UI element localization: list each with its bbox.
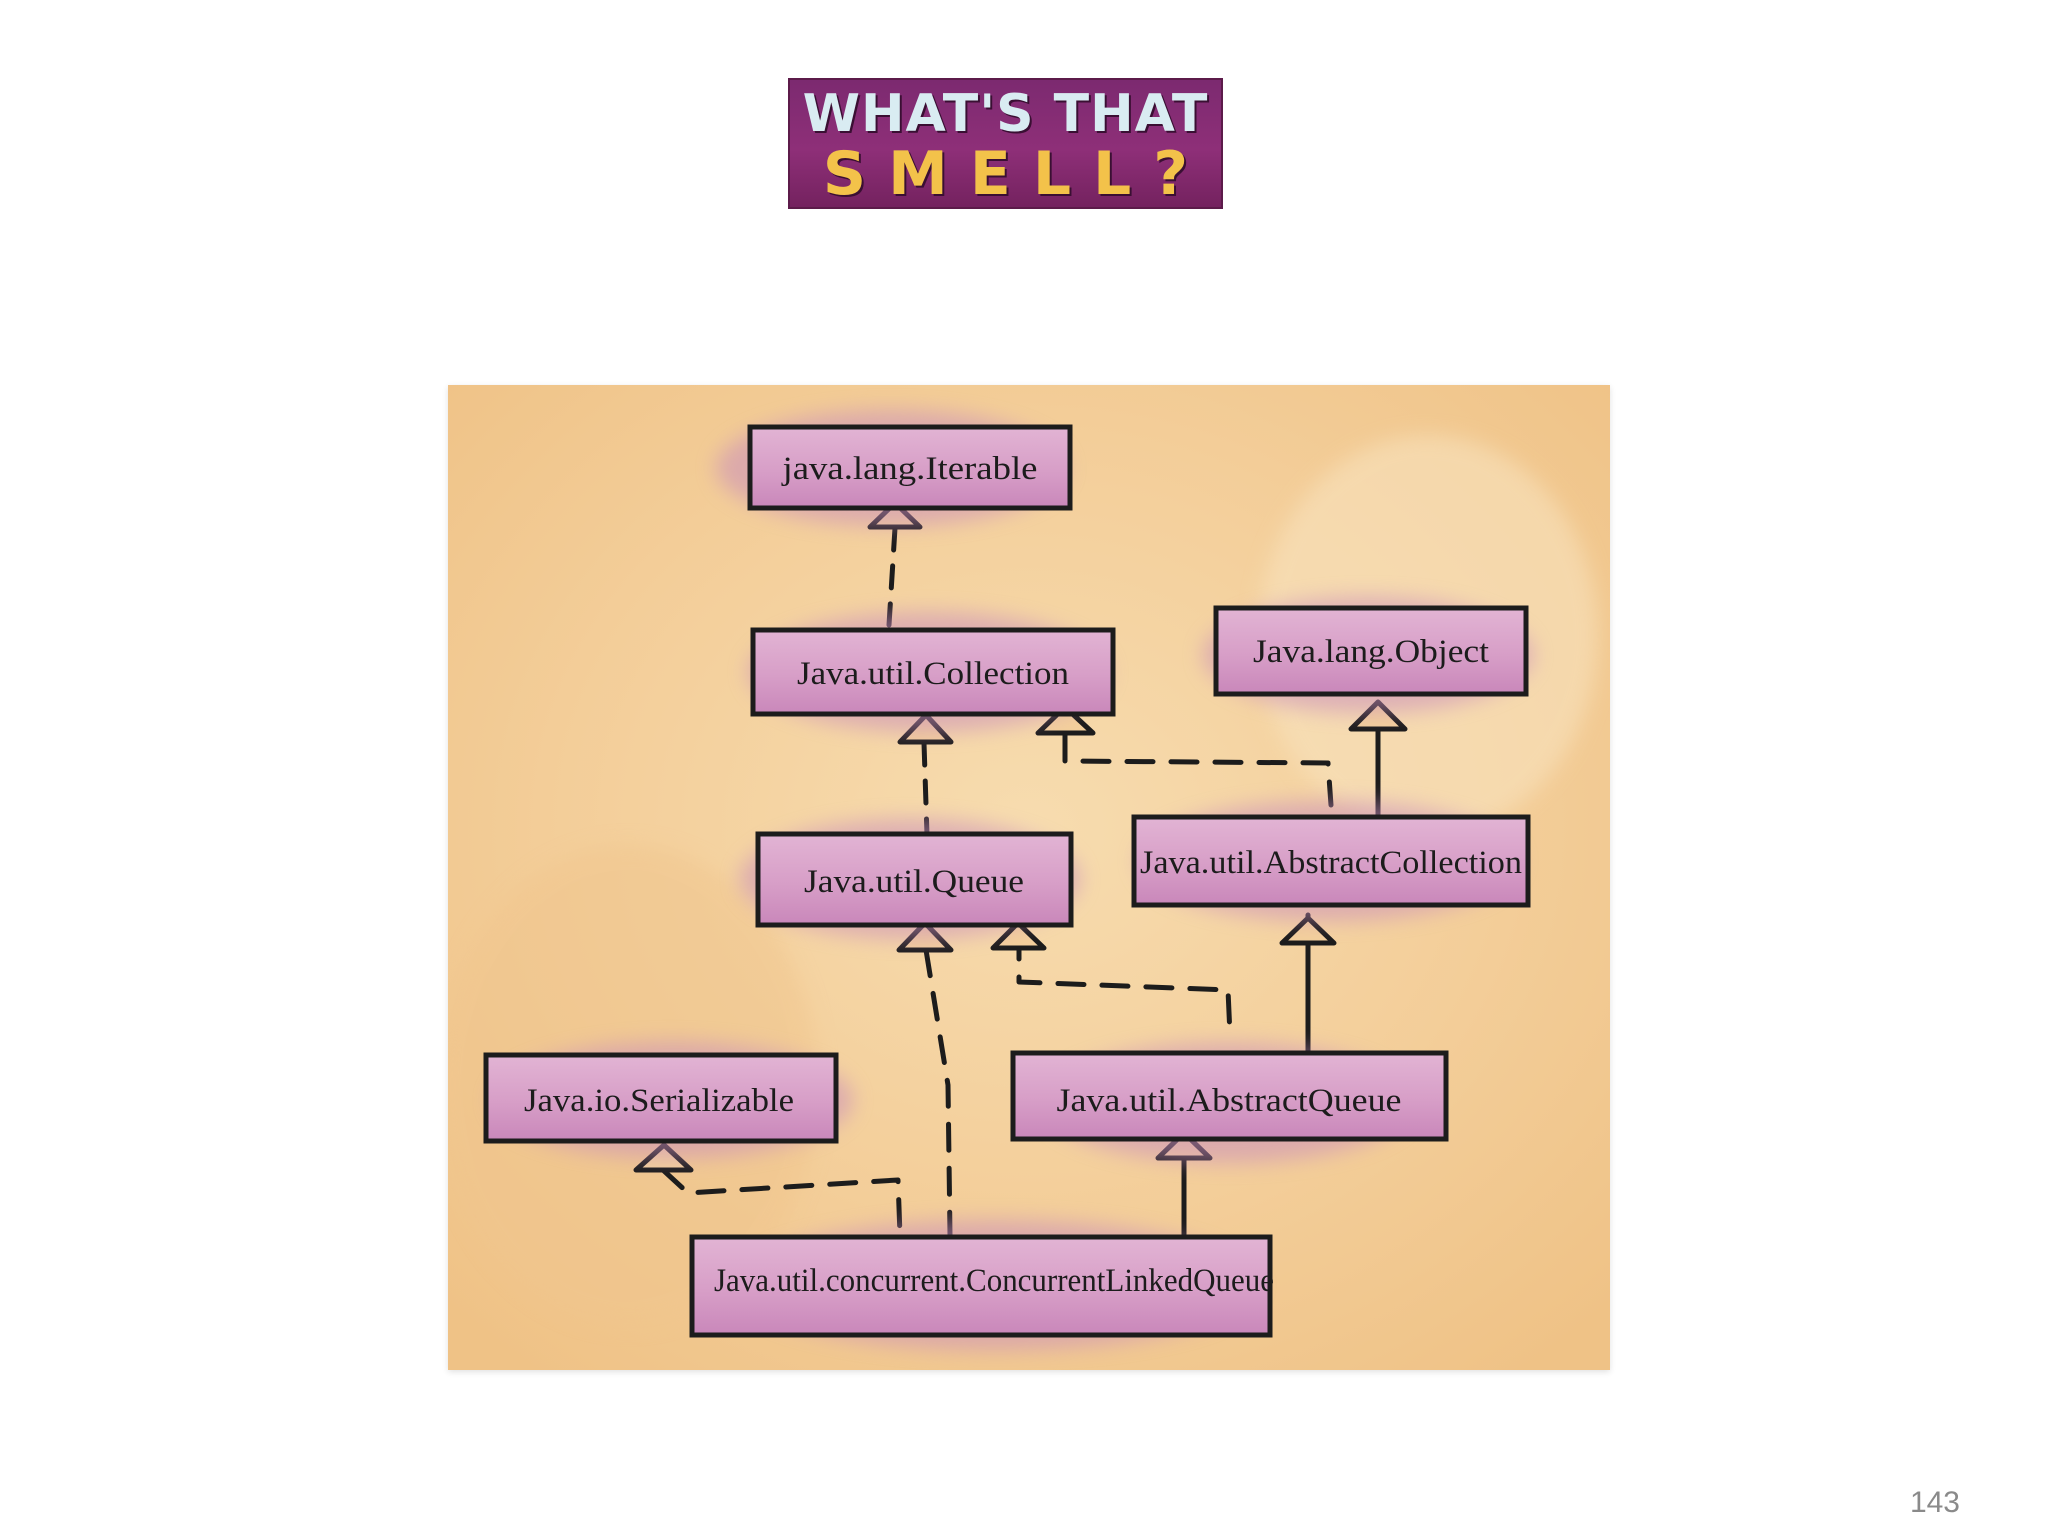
edge-collection-to-iterable [886, 525, 898, 628]
node-label-object: Java.lang.Object [1253, 634, 1489, 670]
connectors [660, 525, 1381, 1238]
logo-line-2: SMELL? [822, 139, 1211, 209]
node-box [1010, 1050, 1449, 1142]
node-box [750, 627, 1116, 717]
edge-abstractcollection-to-collection [1062, 732, 1334, 808]
node-iterable: java.lang.Iterable [716, 410, 1073, 526]
node-box [1131, 814, 1531, 908]
node-label-iterable: java.lang.Iterable [781, 451, 1037, 487]
node-concurrent-linked-queue: Java.util.concurrent.ConcurrentLinkedQue… [689, 1220, 1274, 1350]
logo-line-1: WHAT'S THAT [802, 84, 1209, 144]
node-abstract-queue: Java.util.AbstractQueue [1010, 1043, 1449, 1163]
node-abstract-collection: Java.util.AbstractCollection [1131, 801, 1531, 921]
arrow-collection-2 [1035, 704, 1096, 736]
edge-abstractqueue-to-queue [1016, 930, 1233, 1038]
node-box [1213, 605, 1529, 697]
node-label-abstract-collection: Java.util.AbstractCollection [1140, 845, 1522, 881]
node-label-serializable: Java.io.Serializable [524, 1083, 794, 1119]
diagram-canvas: java.lang.Iterable Java.util.Collection … [448, 385, 1610, 1370]
node-collection: Java.util.Collection [748, 612, 1116, 732]
node-box [755, 831, 1074, 928]
node-box [689, 1234, 1273, 1338]
node-label-queue: Java.util.Queue [804, 864, 1024, 900]
arrow-object [1348, 699, 1408, 732]
node-box [747, 424, 1073, 511]
page-number: 143 [1909, 1486, 1960, 1519]
node-queue: Java.util.Queue [740, 819, 1080, 939]
node-box [483, 1052, 839, 1144]
node-serializable: Java.io.Serializable [483, 1042, 853, 1158]
node-label-concurrent-linked-queue: Java.util.concurrent.ConcurrentLinkedQue… [714, 1263, 1274, 1299]
edge-concurrentlinkedqueue-to-serializable [660, 1167, 903, 1238]
uml-class-diagram: java.lang.Iterable Java.util.Collection … [448, 385, 1610, 1370]
arrow-abstractcollection [1279, 915, 1337, 946]
edge-concurrentlinkedqueue-to-queue [923, 947, 953, 1238]
node-object: Java.lang.Object [1203, 597, 1533, 713]
whats-that-smell-logo: WHAT'S THAT SMELL? [788, 78, 1223, 209]
node-label-abstract-queue: Java.util.AbstractQueue [1057, 1083, 1402, 1119]
node-label-collection: Java.util.Collection [797, 656, 1069, 692]
arrow-queue-2 [990, 920, 1047, 951]
